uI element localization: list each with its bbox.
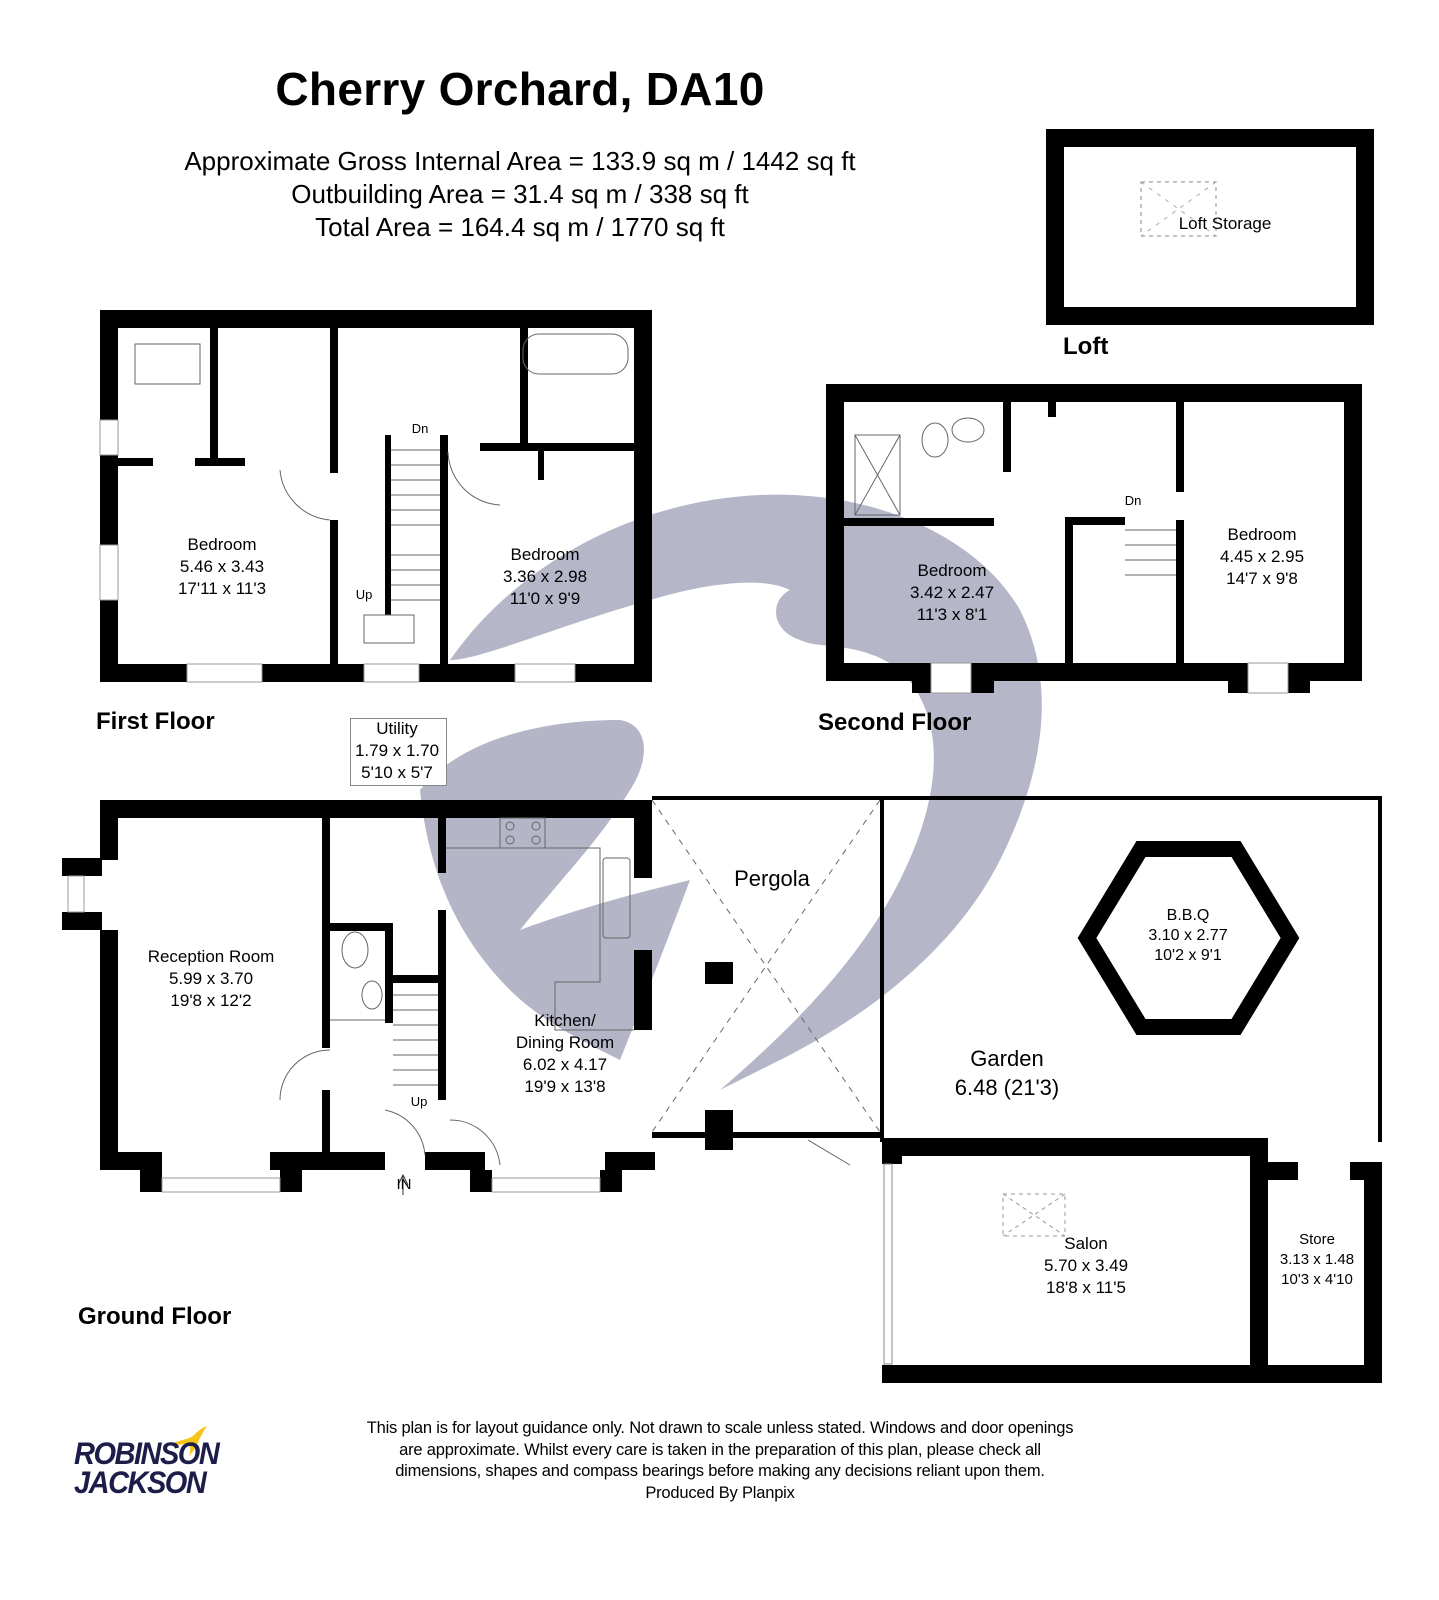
- room-name: Reception Room: [147, 947, 275, 966]
- room-salon: Salon 5.70 x 3.49 18'8 x 11'5: [1044, 1233, 1128, 1299]
- disclaimer-line: dimensions, shapes and compass bearings …: [395, 1462, 1045, 1480]
- ground-floor-fixtures: [279, 799, 881, 1195]
- room-metric: 6.48 (21'3): [954, 1075, 1060, 1100]
- room-imperial: 18'8 x 11'5: [1046, 1278, 1126, 1297]
- stairs-down-label-2: Dn: [1124, 493, 1142, 508]
- room-metric: 3.10 x 2.77: [1148, 927, 1228, 944]
- loft-plan: [1046, 129, 1374, 325]
- room-bedroom-2: Bedroom 3.36 x 2.98 11'0 x 9'9: [503, 544, 587, 610]
- stairs-up-label: Up: [355, 587, 373, 602]
- room-imperial: 10'2 x 9'1: [1154, 947, 1222, 964]
- disclaimer-line: This plan is for layout guidance only. N…: [366, 1419, 1074, 1437]
- floor-label-loft: Loft: [1063, 333, 1109, 360]
- room-imperial: 14'7 x 9'8: [1226, 569, 1298, 588]
- first-floor-stairs: [134, 333, 629, 644]
- room-name: Salon: [1064, 1234, 1108, 1253]
- room-bedroom-4: Bedroom 4.45 x 2.95 14'7 x 9'8: [1220, 524, 1304, 590]
- gross-internal-area: Approximate Gross Internal Area = 133.9 …: [184, 146, 856, 176]
- agency-logo: ROBINSON JACKSON: [74, 1426, 224, 1501]
- room-metric: 4.45 x 2.95: [1219, 547, 1305, 566]
- room-metric: 5.70 x 3.49: [1043, 1256, 1129, 1275]
- logo-line-2: JACKSON: [74, 1465, 207, 1501]
- producer-credit: Produced By Planpix: [645, 1483, 795, 1502]
- outbuilding-plan: [882, 1138, 1382, 1383]
- entrance-label: IN: [396, 1176, 412, 1193]
- room-garden: Garden 6.48 (21'3): [955, 1044, 1060, 1102]
- room-bbq: B.B.Q 3.10 x 2.77 10'2 x 9'1: [1148, 906, 1227, 966]
- room-name-2: Dining Room: [515, 1033, 615, 1052]
- room-imperial: 10'3 x 4'10: [1281, 1271, 1353, 1288]
- floor-label-ground: Ground Floor: [78, 1303, 232, 1330]
- first-floor-plan: [99, 310, 652, 683]
- room-metric: 5.99 x 3.70: [168, 969, 254, 988]
- outbuilding-area: Outbuilding Area = 31.4 sq m / 338 sq ft: [291, 179, 749, 209]
- second-floor-fixtures: [854, 417, 1176, 576]
- room-imperial: 19'9 x 13'8: [524, 1077, 606, 1096]
- room-bedroom-1: Bedroom 5.46 x 3.43 17'11 x 11'3: [178, 534, 266, 600]
- room-metric: 3.42 x 2.47: [909, 583, 995, 602]
- room-metric: 1.79 x 1.70: [354, 741, 440, 760]
- room-name: Store: [1299, 1231, 1335, 1248]
- room-utility: Utility 1.79 x 1.70 5'10 x 5'7: [355, 718, 439, 784]
- room-name: Bedroom: [510, 545, 580, 564]
- room-bedroom-3: Bedroom 3.42 x 2.47 11'3 x 8'1: [910, 560, 994, 626]
- salon-skylight: [1002, 1193, 1066, 1237]
- room-imperial: 11'3 x 8'1: [916, 605, 988, 624]
- total-area: Total Area = 164.4 sq m / 1770 sq ft: [315, 212, 725, 242]
- area-summary: Approximate Gross Internal Area = 133.9 …: [0, 145, 1040, 244]
- room-metric: 3.13 x 1.48: [1279, 1251, 1355, 1268]
- room-name: Kitchen/: [534, 1011, 596, 1030]
- room-loft-storage: Loft Storage: [1179, 213, 1272, 235]
- disclaimer: This plan is for layout guidance only. N…: [300, 1418, 1140, 1504]
- room-name: Utility: [376, 719, 418, 738]
- page-title: Cherry Orchard, DA10: [275, 63, 765, 115]
- room-name: Garden: [970, 1046, 1044, 1071]
- room-metric: 3.36 x 2.98: [502, 567, 588, 586]
- floor-label-second: Second Floor: [818, 709, 972, 736]
- room-pergola: Pergola: [734, 866, 810, 891]
- room-kitchen-dining: Kitchen/ Dining Room 6.02 x 4.17 19'9 x …: [516, 1010, 614, 1098]
- room-reception: Reception Room 5.99 x 3.70 19'8 x 12'2: [148, 946, 275, 1012]
- room-imperial: 19'8 x 12'2: [170, 991, 252, 1010]
- room-name: Bedroom: [187, 535, 257, 554]
- stairs-up-label-ground: Up: [410, 1094, 428, 1109]
- room-imperial: 5'10 x 5'7: [361, 763, 433, 782]
- swallow-icon: [171, 1426, 207, 1456]
- stairs-down-label: Dn: [411, 421, 429, 436]
- room-name: B.B.Q: [1166, 907, 1210, 924]
- second-floor-plan: [826, 384, 1362, 694]
- floor-label-first: First Floor: [96, 708, 215, 735]
- logo-line-1: ROBINSON: [74, 1436, 220, 1472]
- room-store: Store 3.13 x 1.48 10'3 x 4'10: [1280, 1230, 1354, 1290]
- room-imperial: 17'11 x 11'3: [177, 579, 267, 598]
- room-metric: 5.46 x 3.43: [179, 557, 265, 576]
- room-metric: 6.02 x 4.17: [522, 1055, 608, 1074]
- ground-floor-plan: [62, 796, 1382, 1193]
- room-name: Bedroom: [1227, 525, 1297, 544]
- room-name: Bedroom: [917, 561, 987, 580]
- utility-label-box: [350, 718, 447, 786]
- disclaimer-line: are approximate. Whilst every care is ta…: [399, 1440, 1041, 1459]
- room-name: Loft Storage: [1178, 214, 1272, 233]
- bbq-hut-plan: [1077, 841, 1300, 1035]
- room-imperial: 11'0 x 9'9: [509, 589, 581, 608]
